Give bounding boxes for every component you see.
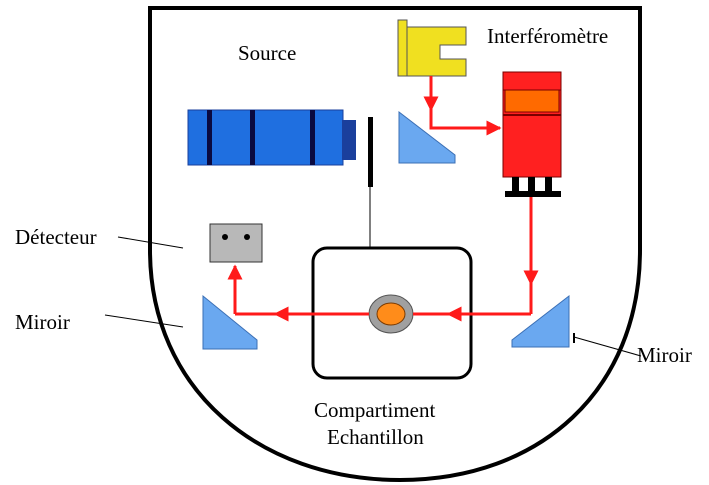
leader-miroir-right bbox=[573, 336, 642, 357]
instrument-enclosure bbox=[148, 6, 642, 483]
label-detecteur: Détecteur bbox=[15, 225, 97, 249]
slit-icon bbox=[368, 117, 373, 248]
interferometer-head-icon bbox=[397, 19, 467, 77]
label-interferometre: Interféromètre bbox=[487, 24, 609, 48]
sample-cell-icon bbox=[368, 294, 414, 334]
beam-path bbox=[227, 76, 539, 322]
label-echantillon: Echantillon bbox=[327, 425, 424, 449]
detector-icon bbox=[209, 223, 263, 263]
mirror-left-icon bbox=[202, 294, 258, 350]
label-miroir-left: Miroir bbox=[15, 310, 70, 334]
mirror-top-icon bbox=[398, 110, 456, 164]
label-source: Source bbox=[238, 41, 297, 65]
label-compartiment: Compartiment bbox=[314, 398, 436, 422]
mirror-right-icon bbox=[511, 294, 570, 348]
leader-detecteur bbox=[117, 236, 184, 249]
interferometer-body-icon bbox=[502, 71, 562, 197]
source-lamp-icon bbox=[187, 109, 356, 166]
label-miroir-right: Miroir bbox=[637, 343, 692, 367]
leader-miroir-left bbox=[104, 314, 184, 328]
